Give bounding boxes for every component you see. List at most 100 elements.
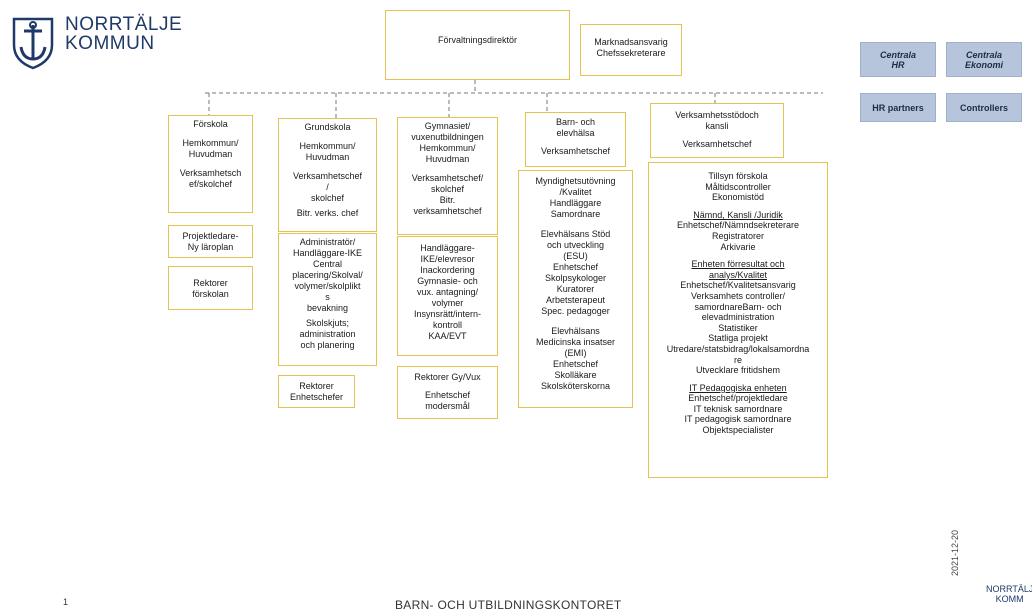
gymnasiet-handl-line: Handläggare- (420, 243, 475, 253)
rektorer-forskolan-line: förskolan (192, 289, 229, 299)
barn-detail-line: Myndighetsutövning (535, 176, 616, 186)
grundskola-rektorer-box: Rektorer Enhetschefer (278, 375, 355, 408)
forskola-line: Huvudman (188, 149, 233, 159)
grundskola-line: skolchef (310, 193, 345, 203)
gymnasiet-box: Gymnasiet/ vuxenutbildningen Hemkommun/ … (397, 117, 498, 235)
stod-line: Verksamhetschef (682, 139, 752, 149)
rektorer-forskolan-line: Rektorer (193, 278, 228, 288)
grundskola-box: Grundskola Hemkommun/ Huvudman Verksamhe… (278, 118, 377, 232)
stod-detail-line: Ekonomistöd (711, 192, 765, 203)
stod-line: kansli (705, 121, 729, 131)
barn-detail-line: Samordnare (550, 209, 601, 219)
gymnasiet-handl-line: Gymnasie- och (417, 276, 478, 286)
grundskola-admin-line: Administratör/ (299, 237, 356, 247)
projektledare-box: Projektledare- Ny läroplan (168, 225, 253, 258)
gymnasiet-rektorer-line: modersmål (425, 401, 470, 411)
projektledare-line: Ny läroplan (187, 242, 234, 252)
gymnasiet-handl-line: IKE/elevresor (420, 254, 475, 264)
grundskola-line: Grundskola (304, 122, 351, 132)
footer-logo-line: NORRTÄLJ (986, 584, 1032, 594)
controllers-label: Controllers (959, 102, 1008, 113)
stod-detail-line: IT Pedagogiska enheten (689, 382, 787, 393)
gymnasiet-handl-line: kontroll (432, 320, 462, 330)
barn-detail-line: Kuratorer (556, 284, 595, 294)
grundskola-line: Verksamhetschef (292, 171, 363, 181)
date-stamp: 2021-12-20 (950, 529, 961, 577)
barn-line: Barn- och (555, 117, 596, 127)
stod-detail-line (651, 203, 825, 210)
central-hr-line: Centrala (879, 49, 916, 60)
stod-detail-line: Enhetschef/Kvalitetsansvarig (680, 280, 796, 291)
stod-detail-line: samordnareBarn- och (694, 301, 782, 312)
grundskola-admin-line: och planering (300, 340, 355, 350)
footer-title: BARN- OCH UTBILDNINGSKONTORET (395, 598, 622, 612)
stod-detail-line: Tillsyn förskola (708, 171, 768, 181)
logo-line-2: KOMMUN (65, 33, 155, 54)
gymnasiet-handl-line: volymer (431, 298, 464, 308)
forskola-line: ef/skolchef (188, 179, 233, 189)
barn-detail-line: Handläggare (549, 198, 602, 208)
grundskola-admin-line: placering/Skolval/ (292, 270, 363, 280)
gymnasiet-rektorer-box: Rektorer Gy/Vux Enhetschef modersmål (397, 366, 498, 419)
marketing-line: Chefssekreterare (596, 48, 666, 58)
logo-text: NORRTÄLJE KOMMUN (65, 15, 182, 53)
logo-line-1: NORRTÄLJE (65, 14, 183, 35)
barn-detail-box: Myndighetsutövning /Kvalitet Handläggare… (518, 170, 633, 408)
gymnasiet-line: Gymnasiet/ (424, 121, 471, 131)
stod-detail-line: Registratorer (711, 230, 765, 241)
hr-partners-box: HR partners (860, 93, 936, 122)
stod-detail-line: Statliga projekt (708, 333, 768, 344)
controllers-box: Controllers (946, 93, 1022, 122)
barn-detail-line: (ESU) (563, 251, 588, 261)
gymnasiet-line: Bitr. (439, 195, 456, 205)
central-hr-line: HR (891, 59, 905, 70)
barn-detail-line: Skolpsykologer (544, 273, 607, 283)
footer-logo[interactable]: NORRTÄLJ KOMM (986, 584, 1032, 604)
verksamhetsstod-box: Verksamhetsstödoch kansli Verksamhetsche… (650, 103, 784, 158)
gymnasiet-handl-line: Inackordering (420, 265, 475, 275)
gymnasiet-line: verksamhetschef (413, 206, 482, 216)
gymnasiet-handl-line: Insynsrätt/intern- (413, 309, 482, 319)
grundskola-rektorer-line: Rektorer (299, 381, 334, 391)
barn-detail-line: Spec. pedagoger (541, 306, 610, 316)
barn-detail-line: (EMI) (564, 348, 587, 358)
hr-partners-label: HR partners (872, 102, 924, 113)
barn-detail-line: och utveckling (546, 240, 605, 250)
gymnasiet-rektorer-line: Enhetschef (424, 390, 471, 400)
stod-detail-line (651, 252, 825, 259)
barn-detail-line: /Kvalitet (559, 187, 592, 197)
stod-detail-line: Enhetschef/projektledare (688, 393, 788, 404)
stod-detail-line: Enhetschef/Nämndsekreterare (676, 220, 800, 231)
barn-detail-line: Skolsköterskorna (540, 381, 611, 391)
stod-detail-line: re (733, 354, 742, 365)
stod-line: Verksamhetsstödoch (675, 110, 759, 120)
forskola-box: Förskola Hemkommun/ Huvudman Verksamhets… (168, 115, 253, 213)
stod-detail-line: analys/Kvalitet (708, 269, 768, 280)
footer-logo-line: KOMM (995, 594, 1024, 604)
grundskola-line: Hemkommun/ (299, 141, 356, 151)
barn-detail-line: Elevhälsans Stöd (540, 229, 611, 239)
anchor-shield-icon (12, 17, 54, 70)
stod-detail-line: Enheten förresultat och (691, 259, 785, 270)
forskola-line: Verksamhetsch (179, 168, 242, 178)
barn-detail-line: Arbetsterapeut (545, 295, 606, 305)
stod-detail-line: elevadministration (701, 312, 775, 323)
barn-elevhalsa-box: Barn- och elevhälsa Verksamhetschef (525, 112, 626, 167)
gymnasiet-line: Hemkommun/ (419, 143, 476, 153)
grundskola-admin-line: administration (299, 329, 356, 339)
grundskola-rektorer-line: Enhetschefer (289, 392, 344, 402)
forskola-line: Förskola (193, 119, 228, 129)
director-box: Förvaltningsdirektör (385, 10, 570, 80)
stod-detail-line: Nämnd, Kansli /Juridik (693, 209, 783, 220)
gymnasiet-line: skolchef (430, 184, 465, 194)
grundskola-line: / (326, 182, 329, 192)
stod-detail-line: Objektspecialister (702, 425, 774, 436)
central-economy-box: Centrala Ekonomi (946, 42, 1022, 77)
stod-detail-line: Verksamhets controller/ (690, 290, 786, 301)
stod-detail-line: Utvecklare fritidshem (695, 365, 781, 376)
barn-detail-line: Enhetschef (552, 262, 599, 272)
stod-detail-line: Måltidscontroller (705, 181, 771, 192)
grundskola-admin-line: s (325, 292, 330, 302)
gymnasiet-line: Huvudman (425, 154, 470, 164)
